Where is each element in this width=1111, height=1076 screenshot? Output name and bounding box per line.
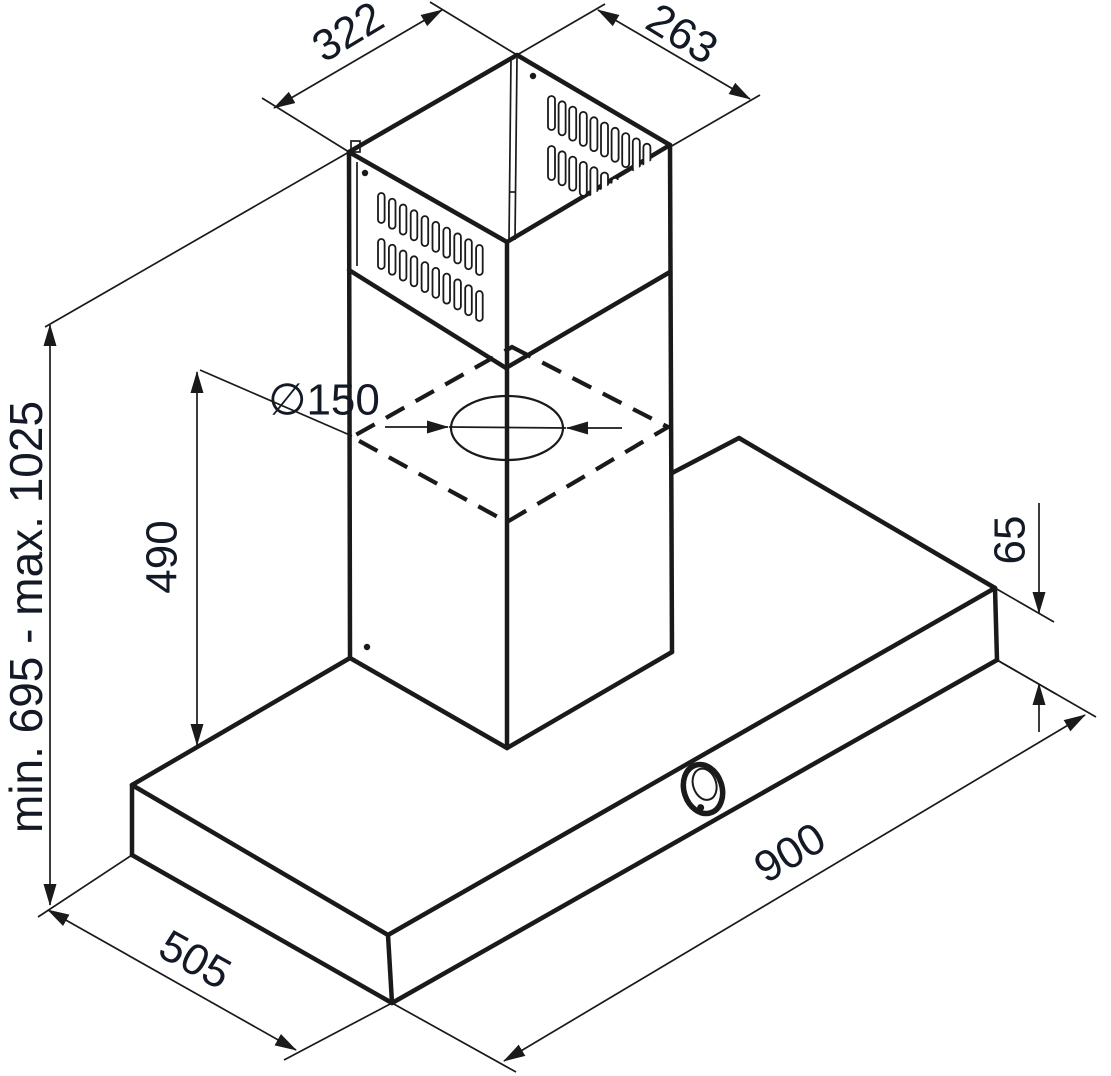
vent-slot	[610, 176, 620, 213]
vent-slot	[475, 290, 484, 322]
mounting-tab	[350, 140, 361, 153]
vent-slot	[578, 111, 588, 147]
inner-corner-seam	[514, 57, 518, 241]
vent-slot	[610, 126, 620, 163]
vent-slot	[621, 132, 631, 169]
vent-slot	[589, 166, 599, 203]
vent-slot	[547, 145, 556, 181]
chimney-lower-section	[346, 142, 675, 751]
vent-slot	[631, 187, 641, 224]
vent-slot	[420, 261, 430, 294]
vent-slot	[475, 244, 484, 276]
vent-slot	[409, 209, 419, 242]
vent-slot	[387, 197, 397, 230]
vent-slot	[464, 238, 473, 271]
vent-slot	[377, 238, 386, 270]
dimension-mounting-height-range: min. 695 - max. 1025	[0, 151, 350, 918]
dim-label-322: 322	[304, 0, 392, 72]
dim-label-505: 505	[151, 921, 239, 999]
vent-slot	[442, 272, 451, 305]
vent-slot	[631, 137, 641, 174]
duct-diameter-line	[448, 426, 567, 429]
vent-slot	[621, 182, 631, 219]
vent-slot	[398, 249, 408, 282]
vent-slot	[453, 278, 462, 311]
vent-slot	[442, 226, 451, 259]
vent-slot	[464, 284, 473, 317]
hidden-duct-plane-outline	[347, 344, 673, 525]
dimension-lower-chimney-height-490: 490	[138, 369, 353, 746]
vent-slot	[600, 121, 609, 158]
vent-slot	[642, 192, 652, 229]
vent-slot	[578, 160, 588, 197]
vent-slots-left-face	[377, 192, 484, 322]
dim-label-65: 65	[986, 516, 1035, 565]
dim-label-263: 263	[638, 0, 726, 74]
vent-slot	[568, 155, 578, 192]
screw-hole-dot	[361, 169, 369, 177]
vent-slot	[642, 142, 652, 179]
inner-corner-seam	[508, 57, 512, 241]
vent-slot	[547, 95, 556, 131]
dim-label-150: ∅150	[268, 376, 380, 425]
vent-slot	[568, 105, 578, 142]
dimension-duct-diameter-150: ∅150	[268, 376, 380, 425]
screw-hole-dot	[529, 72, 537, 80]
dim-label-height-range: min. 695 - max. 1025	[0, 401, 52, 833]
dimension-body-depth-505: 505	[47, 909, 393, 1061]
vent-slot	[600, 171, 609, 208]
hood-body	[129, 435, 1000, 1006]
chimney-upper-section	[346, 52, 673, 371]
vent-slot	[453, 232, 462, 265]
vent-slot	[398, 203, 408, 236]
vent-slot	[420, 215, 430, 248]
control-knob	[680, 761, 726, 817]
dimension-body-width-900: 900	[391, 659, 1097, 1073]
vent-slot	[589, 116, 599, 153]
vent-slot	[431, 220, 440, 253]
dim-label-490: 490	[138, 520, 187, 593]
vent-slot	[409, 255, 419, 288]
vent-slot	[557, 100, 567, 137]
vent-slot	[387, 243, 397, 276]
duct-plane	[347, 344, 673, 525]
vent-slot	[557, 150, 567, 187]
vent-slot	[377, 192, 386, 224]
dim-label-900: 900	[746, 813, 834, 892]
vent-slot	[431, 266, 440, 299]
screw-hole-dot	[363, 643, 371, 651]
